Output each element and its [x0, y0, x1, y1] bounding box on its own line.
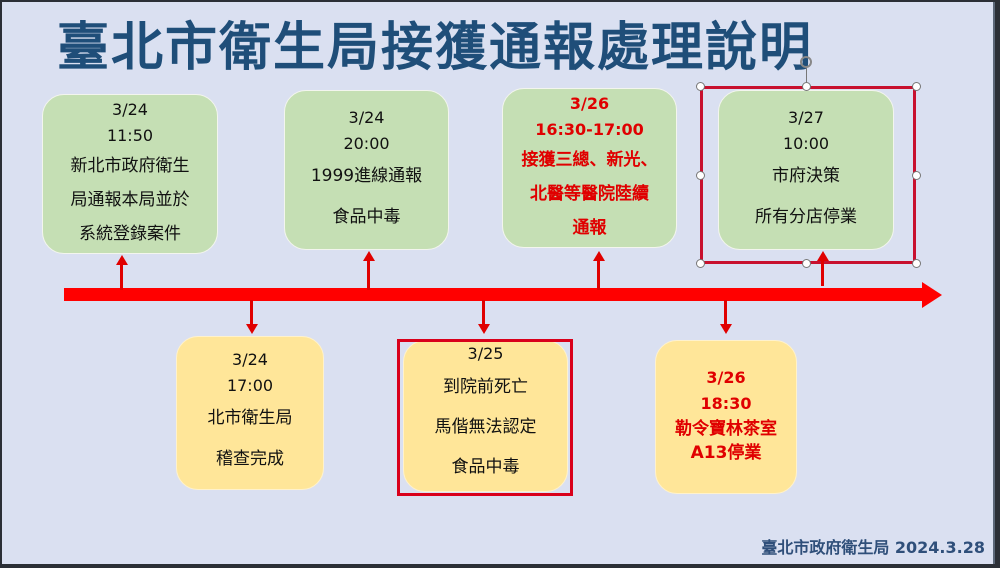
selection-box[interactable]: [700, 86, 916, 264]
arrow-down-icon: [719, 324, 732, 334]
connector-arrow-down: [482, 300, 485, 326]
connector-arrow-down: [724, 300, 727, 326]
event-card-0324-1150[interactable]: 3/24 11:50 新北市政府衛生 局通報本局並於 系統登錄案件: [42, 94, 218, 254]
connector-arrow-down: [250, 300, 253, 326]
event-date: 3/27: [788, 108, 824, 127]
resize-handle-nw[interactable]: [696, 82, 705, 91]
event-date: 3/26: [706, 368, 746, 387]
connector-arrow-up: [597, 260, 600, 290]
resize-handle-s[interactable]: [802, 259, 811, 268]
timeline-arrow-head[interactable]: [922, 282, 942, 308]
event-text-line: 市府決策: [772, 166, 840, 186]
event-date: 3/25: [467, 344, 504, 363]
arrow-up-icon: [362, 251, 375, 261]
event-text-line: 1999進線通報: [310, 166, 423, 186]
connector-arrow-up: [821, 260, 824, 286]
arrow-down-icon: [245, 324, 258, 334]
event-text-line: 馬偕無法認定: [434, 417, 537, 437]
event-text-line: 通報: [572, 218, 607, 238]
event-text-line: 稽查完成: [216, 449, 284, 469]
arrow-up-icon: [592, 251, 605, 261]
event-time: 18:30: [700, 394, 752, 413]
event-text-line: 新北市政府衛生: [70, 156, 190, 176]
slide-title: 臺北市衛生局接獲通報處理說明: [57, 18, 814, 78]
event-text-line: 食品中毒: [332, 207, 401, 227]
footer-source-date: 臺北市政府衛生局 2024.3.28: [761, 538, 985, 557]
event-text-line: A13停業: [690, 443, 762, 463]
arrow-up-icon: [115, 255, 128, 265]
event-card-0325[interactable]: 3/25 到院前死亡 馬偕無法認定 食品中毒: [403, 340, 568, 492]
connector-arrow-up: [367, 260, 370, 290]
event-time: 16:30-17:00: [535, 120, 644, 139]
connector-arrow-up: [120, 264, 123, 290]
arrow-up-icon: [816, 251, 829, 261]
event-text-line: 所有分店停業: [755, 207, 857, 227]
event-text-line: 北市衛生局: [207, 408, 293, 428]
event-date: 3/24: [112, 100, 148, 119]
rotate-handle-icon[interactable]: [800, 56, 812, 68]
event-card-0327-1000[interactable]: 3/27 10:00 市府決策 所有分店停業: [718, 90, 894, 250]
event-card-0324-1700[interactable]: 3/24 17:00 北市衛生局 稽查完成: [176, 336, 324, 490]
event-card-0324-2000[interactable]: 3/24 20:00 1999進線通報 食品中毒: [284, 90, 449, 250]
highlight-box: [397, 339, 573, 496]
rotate-handle-stem: [806, 68, 807, 86]
timeline-arrow-shaft[interactable]: [64, 288, 924, 301]
event-time: 17:00: [226, 376, 274, 395]
event-date: 3/26: [569, 94, 610, 113]
resize-handle-se[interactable]: [912, 259, 921, 268]
arrow-down-icon: [477, 324, 490, 334]
event-text-line: 北醫等醫院陸續: [530, 184, 649, 204]
event-card-0326-1630[interactable]: 3/26 16:30-17:00 接獲三總、新光、 北醫等醫院陸續 通報: [502, 88, 677, 248]
event-text-line: 系統登錄案件: [79, 224, 181, 244]
event-time: 10:00: [782, 134, 830, 153]
resize-handle-n[interactable]: [802, 82, 811, 91]
resize-handle-sw[interactable]: [696, 259, 705, 268]
resize-handle-w[interactable]: [696, 171, 705, 180]
event-date: 3/24: [232, 350, 268, 369]
event-date: 3/24: [348, 108, 385, 127]
event-time: 11:50: [106, 126, 154, 145]
event-text-line: 接獲三總、新光、: [521, 150, 658, 170]
resize-handle-ne[interactable]: [912, 82, 921, 91]
event-card-0326-1830[interactable]: 3/26 18:30 勒令寶林茶室 A13停業: [655, 340, 797, 494]
event-text-line: 局通報本局並於: [70, 190, 190, 210]
event-time: 20:00: [343, 134, 390, 153]
event-text-line: 到院前死亡: [443, 377, 528, 397]
event-text-line: 勒令寶林茶室: [675, 419, 777, 439]
event-text-line: 食品中毒: [451, 457, 520, 477]
resize-handle-e[interactable]: [912, 171, 921, 180]
